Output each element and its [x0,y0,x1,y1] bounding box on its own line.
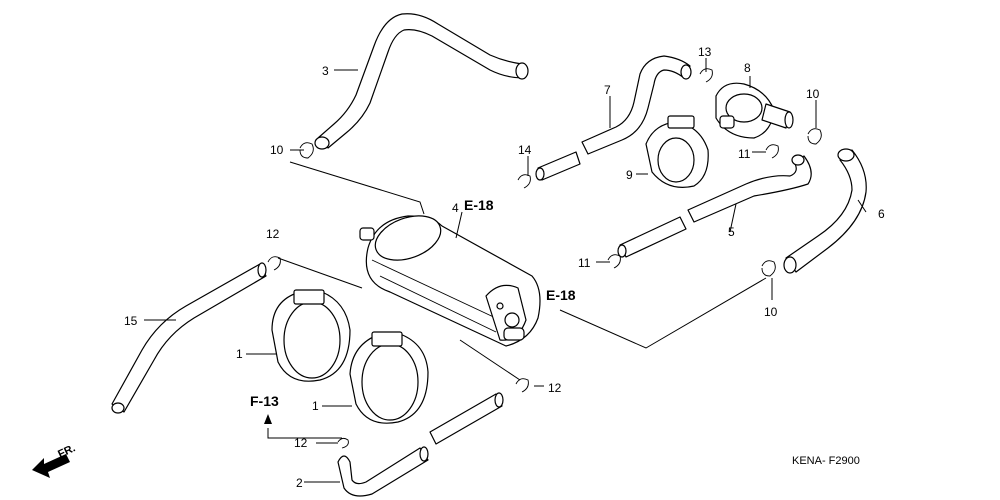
callout-15: 15 [124,314,138,328]
callout-11-upper: 11 [738,147,751,161]
front-direction-arrow [32,454,70,478]
callout-12-bottom: 12 [294,436,308,450]
f13-arrow [264,414,272,424]
clip-11-lower [607,254,621,269]
clip-12-right [515,378,529,393]
callout-10-top-left: 10 [270,143,284,157]
callout-9: 9 [626,168,633,182]
callout-11-lower: 11 [578,256,591,270]
hose-5 [617,154,812,258]
callout-13: 13 [698,45,712,59]
clip-10-right [807,128,822,145]
reference-e18-top: E-18 [464,197,494,213]
callout-4: 4 [452,201,459,215]
clip-14 [517,174,531,189]
callout-12-right: 12 [548,381,562,395]
callout-2: 2 [296,476,303,490]
callout-7: 7 [604,83,611,97]
callout-5: 5 [728,225,735,239]
reference-e18-right: E-18 [546,287,576,303]
band-1-upper [271,289,351,382]
bracket-9 [645,115,709,188]
clip-10-top-left [299,142,314,159]
callout-3: 3 [322,64,329,78]
callout-10-lower: 10 [764,305,778,319]
clip-12-bottom [337,437,349,449]
canister-4 [359,215,541,347]
valve-8 [715,82,794,139]
clip-12-top [267,256,281,271]
reference-f13: F-13 [250,393,279,409]
band-1-lower [349,331,429,424]
hose-7 [535,55,692,181]
clip-10-lower [761,260,776,277]
clip-13 [699,68,713,83]
callout-1-upper: 1 [236,347,243,361]
callout-10-right: 10 [806,87,820,101]
diagram-code: KENA- F2900 [792,455,860,467]
leader-lines [144,58,867,483]
callout-8: 8 [744,61,751,75]
front-direction-label: FR. [56,442,77,460]
clip-11-upper [765,144,779,159]
hose-3 [314,13,529,150]
callout-14: 14 [518,143,532,157]
hose-15 [111,262,267,414]
callout-12-top: 12 [266,227,280,241]
hose-6 [783,148,867,274]
hose-2 [337,392,504,497]
callout-6: 6 [878,207,885,221]
callout-1-lower: 1 [312,399,319,413]
